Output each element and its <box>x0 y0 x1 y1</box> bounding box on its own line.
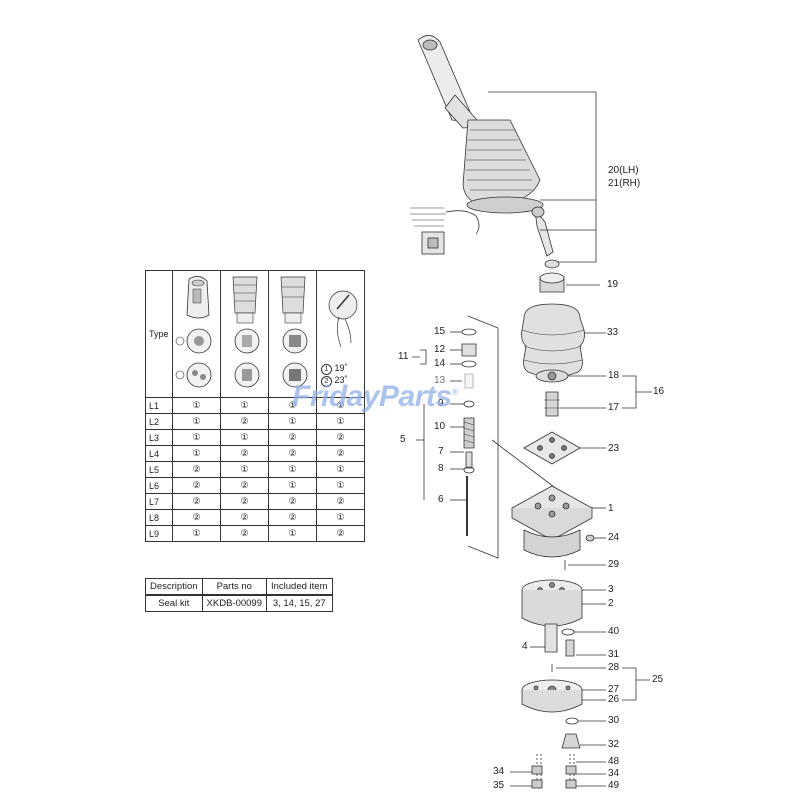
callout-8: 8 <box>438 463 444 474</box>
callout-24: 24 <box>608 532 620 543</box>
callout-34-right: 34 <box>608 768 620 779</box>
callout-4: 4 <box>522 641 528 652</box>
cam-plate <box>523 431 581 465</box>
seal-header-parts-no: Parts no <box>201 578 267 596</box>
angle-option-2: 23˚ <box>334 375 348 385</box>
joystick-boot <box>462 119 541 206</box>
callout-34-left: 34 <box>493 766 505 777</box>
callout-6: 6 <box>438 494 444 505</box>
callout-28: 28 <box>608 662 620 673</box>
seal-header-included: Included item <box>265 578 333 596</box>
rubber-boot <box>521 303 585 378</box>
callout-1: 1 <box>608 503 614 514</box>
callout-15: 15 <box>434 326 446 337</box>
seal-kit-table: Description Parts no Included item Seal … <box>145 578 333 612</box>
porting-block <box>521 590 583 627</box>
callout-9: 9 <box>438 398 444 409</box>
type-header-label: Type <box>145 270 173 398</box>
callout-18: 18 <box>608 370 620 381</box>
callout-32: 32 <box>608 739 620 750</box>
boot-cutaway-illustration <box>280 276 307 388</box>
callout-27: 27 <box>608 684 620 695</box>
callout-48: 48 <box>608 756 620 767</box>
callout-23: 23 <box>608 443 620 454</box>
callout-35: 35 <box>493 780 505 791</box>
callout-21: 21(RH) <box>608 178 641 189</box>
callout-40: 40 <box>608 626 620 637</box>
angle-option-1: 19˚ <box>334 363 348 373</box>
callout-2: 2 <box>608 598 614 609</box>
callout-11: 11 <box>398 351 409 362</box>
callout-25: 25 <box>652 674 664 685</box>
angle-illustration <box>328 290 357 348</box>
callout-10: 10 <box>434 421 446 432</box>
bottom-cover <box>521 690 583 713</box>
callout-13: 13 <box>434 375 446 386</box>
type-illustration-boot-2 <box>268 270 317 398</box>
callout-7: 7 <box>438 446 444 457</box>
callout-31: 31 <box>608 649 620 660</box>
callout-3: 3 <box>608 584 614 595</box>
callout-33: 33 <box>607 327 619 338</box>
callout-19: 19 <box>607 279 619 290</box>
callout-17: 17 <box>608 402 620 413</box>
seal-included: 3, 14, 15, 27 <box>265 594 333 612</box>
callout-12: 12 <box>434 344 446 355</box>
seal-parts-no: XKDB-00099 <box>201 594 267 612</box>
callout-49: 49 <box>608 780 620 791</box>
callout-30: 30 <box>608 715 620 726</box>
callout-16: 16 <box>653 386 665 397</box>
type-table: Type <box>145 270 365 542</box>
callout-29: 29 <box>608 559 620 570</box>
callout-5: 5 <box>400 434 406 445</box>
callout-20: 20(LH) <box>608 165 639 176</box>
callout-14: 14 <box>434 358 446 369</box>
boot-illustration <box>232 276 259 388</box>
callout-26: 26 <box>608 694 620 705</box>
watermark: FridayParts® <box>292 380 458 413</box>
type-illustration-angle: 1 19˚ 2 23˚ <box>316 270 365 398</box>
type-table-header-row: Type <box>145 270 365 398</box>
handle-illustration <box>175 276 211 388</box>
